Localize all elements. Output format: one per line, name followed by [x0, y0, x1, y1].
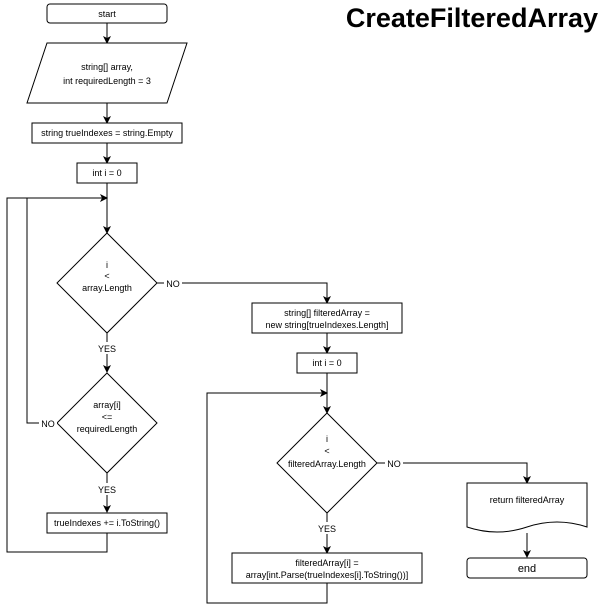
start-label: start: [98, 9, 116, 19]
start-node[interactable]: start: [46, 3, 168, 24]
condition-node-1[interactable]: i < array.Length: [56, 232, 158, 334]
edge-cond3-no: [377, 462, 531, 484]
append-node[interactable]: trueIndexes += i.ToString(): [46, 512, 168, 534]
condition-3-line2: <: [324, 446, 329, 456]
condition-shape-3: [276, 412, 378, 514]
no-label-2: NO: [41, 419, 55, 429]
yes-label-bg-1: [96, 342, 118, 354]
no-label-bg-1: [164, 277, 182, 289]
init-i-shape-2: [296, 352, 358, 374]
input-label-line1: string[] array,: [81, 62, 133, 72]
condition-shape-1: [56, 232, 158, 334]
diagram-title: CreateFilteredArray: [346, 3, 598, 33]
no-label-3: NO: [387, 459, 401, 469]
return-shape: [466, 482, 588, 533]
condition-shape-2: [56, 372, 158, 474]
init-i-label-1: int i = 0: [92, 168, 121, 178]
init-true-indexes-shape: [31, 122, 183, 144]
init-true-indexes-node[interactable]: string trueIndexes = string.Empty: [31, 122, 183, 144]
append-shape: [46, 512, 168, 534]
input-node[interactable]: string[] array, int requiredLength = 3: [26, 42, 188, 104]
condition-2-line3: requiredLength: [77, 424, 138, 434]
condition-3-line1: i: [326, 434, 328, 444]
assign-line1: filteredArray[i] =: [295, 558, 358, 568]
condition-node-3[interactable]: i < filteredArray.Length: [276, 412, 378, 514]
condition-2-line2: <=: [102, 412, 113, 422]
init-true-indexes-label: string trueIndexes = string.Empty: [41, 128, 173, 138]
no-label-1: NO: [166, 279, 180, 289]
input-label-line2: int requiredLength = 3: [63, 76, 151, 86]
create-filtered-line1: string[] filteredArray =: [284, 308, 370, 318]
yes-label-bg-3: [316, 522, 338, 534]
init-i-node-2[interactable]: int i = 0: [296, 352, 358, 374]
no-label-bg-3: [385, 457, 403, 469]
edge-cond2-no: [26, 198, 57, 424]
edges: [6, 23, 531, 604]
init-i-label-2: int i = 0: [312, 358, 341, 368]
create-filtered-line2: new string[trueIndexes.Length]: [265, 320, 388, 330]
condition-1-line1: i: [106, 260, 108, 270]
no-label-bg-2: [39, 417, 57, 429]
end-node[interactable]: end: [466, 557, 588, 579]
input-shape: [26, 42, 188, 104]
create-filtered-node[interactable]: string[] filteredArray = new string[true…: [251, 302, 403, 334]
edge-append-loop: [6, 194, 108, 553]
init-i-shape-1: [76, 162, 138, 184]
end-shape: [466, 557, 588, 579]
append-label: trueIndexes += i.ToString(): [54, 518, 160, 528]
condition-3-line3: filteredArray.Length: [288, 459, 366, 469]
condition-1-line3: array.Length: [82, 283, 132, 293]
return-label: return filteredArray: [490, 495, 565, 505]
edge-cond1-no: [157, 282, 331, 304]
condition-1-line2: <: [104, 271, 109, 281]
assign-node[interactable]: filteredArray[i] = array[int.Parse(trueI…: [231, 552, 423, 584]
end-label: end: [518, 563, 536, 575]
edge-labels: YES NO YES NO YES NO: [39, 277, 403, 534]
assign-shape: [231, 552, 423, 584]
start-shape: [46, 3, 168, 24]
yes-label-3: YES: [318, 524, 336, 534]
create-filtered-shape: [251, 302, 403, 334]
assign-line2: array[int.Parse(trueIndexes[i].ToString(…: [246, 570, 409, 580]
yes-label-bg-2: [96, 483, 118, 495]
condition-2-line1: array[i]: [93, 400, 121, 410]
yes-label-2: YES: [98, 485, 116, 495]
condition-node-2[interactable]: array[i] <= requiredLength: [56, 372, 158, 474]
init-i-node-1[interactable]: int i = 0: [76, 162, 138, 184]
return-node[interactable]: return filteredArray: [466, 482, 588, 533]
edge-assign-loop: [206, 389, 328, 604]
yes-label-1: YES: [98, 344, 116, 354]
